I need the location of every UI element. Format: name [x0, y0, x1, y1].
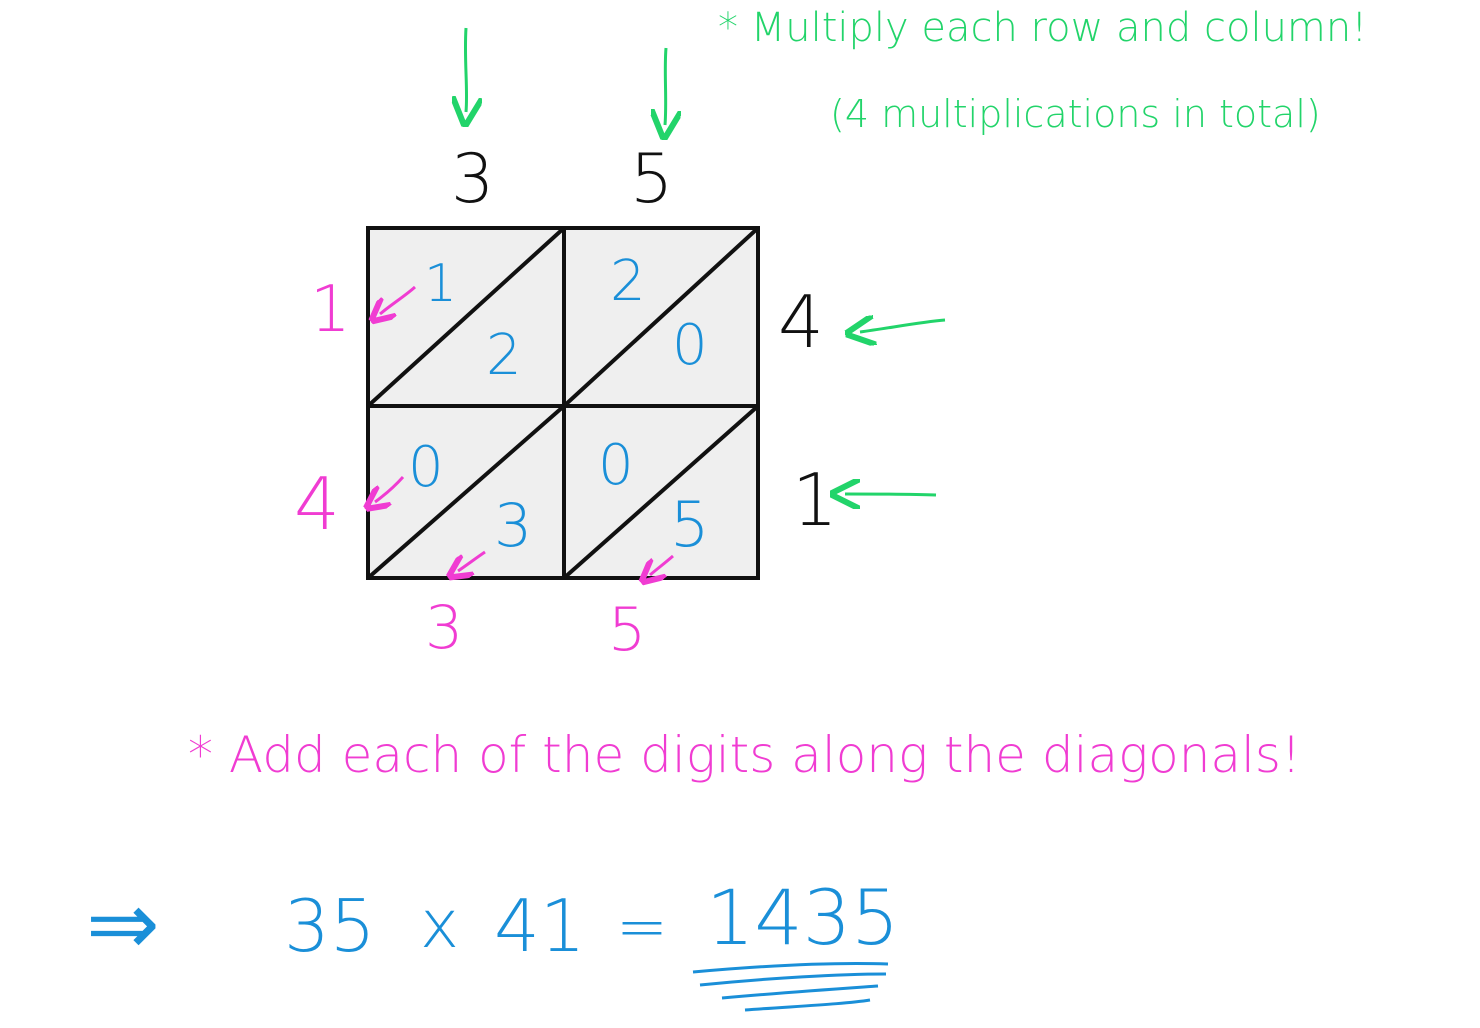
cell-tens-digit: 0: [408, 435, 444, 500]
down-arrow-col1: [465, 27, 466, 112]
equation-left-operand: 35: [284, 884, 376, 968]
answer-underline: [692, 961, 889, 974]
carry-arrow-left2: [375, 476, 405, 502]
left-arrow-row2: [845, 494, 937, 495]
diagonal-sum-digit: 3: [425, 593, 464, 663]
equation-operator: x: [420, 886, 460, 963]
cell-ones-digit: 5: [670, 488, 710, 561]
answer-underline: [721, 984, 879, 1000]
carry-arrow-bottom2: [650, 554, 674, 575]
top-factor-digit: 3: [451, 140, 495, 219]
implies-arrow: ⇒: [86, 872, 160, 975]
left-arrow-row1: [860, 320, 946, 332]
diagonal-r1c1: [366, 226, 566, 408]
diagonal-r2c2: [562, 404, 760, 580]
diagonal-r2c1: [366, 404, 566, 580]
down-arrow-col2: [665, 47, 666, 125]
answer-underline: [744, 998, 871, 1012]
cell-ones-digit: 2: [486, 323, 522, 388]
diagonal-r1c2: [562, 226, 760, 408]
cell-tens-digit: 1: [424, 254, 458, 314]
equals-sign: =: [616, 890, 668, 963]
right-factor-digit: 4: [778, 280, 824, 364]
equation-answer: 1435: [706, 873, 900, 962]
cell-ones-digit: 0: [672, 313, 708, 378]
top-factor-digit: 5: [630, 140, 674, 219]
answer-underline: [699, 972, 887, 987]
cell-tens-digit: 0: [598, 433, 634, 498]
right-factor-digit: 1: [792, 458, 838, 542]
diagonal-sum-digit: 4: [294, 462, 340, 546]
add-diagonals-instruction: * Add each of the digits along the diago…: [188, 726, 1302, 784]
carry-arrow-bottom1: [458, 550, 486, 571]
multiply-instruction: * Multiply each row and column!: [718, 5, 1368, 51]
diagonal-sum-digit: 1: [310, 273, 351, 347]
multiply-count-note: (4 multiplications in total): [830, 92, 1321, 136]
equation-right-operand: 41: [494, 884, 586, 968]
carry-arrow-left1: [380, 285, 417, 314]
cell-tens-digit: 2: [610, 249, 646, 314]
diagonal-sum-digit: 5: [608, 595, 647, 665]
cell-ones-digit: 3: [494, 491, 533, 561]
